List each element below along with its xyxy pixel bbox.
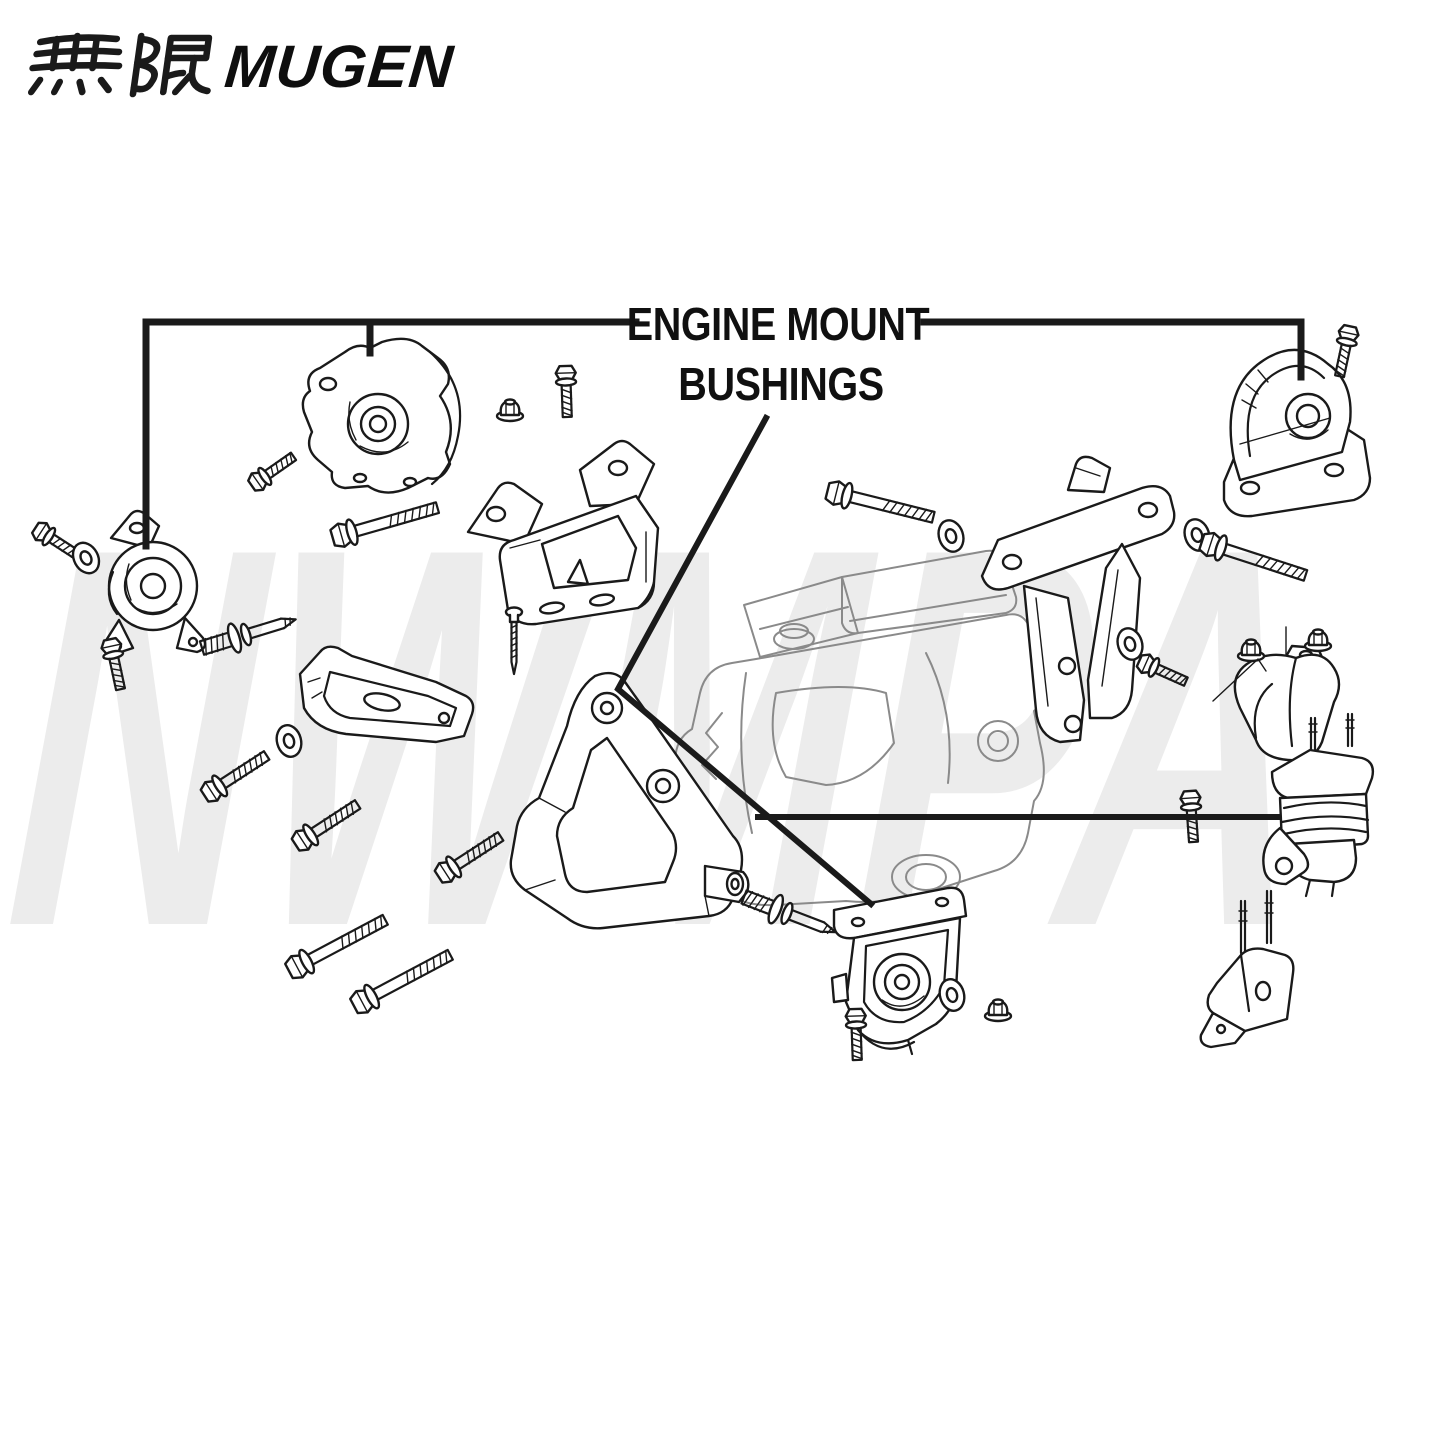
- bolt: [346, 942, 458, 1019]
- bolt: [281, 907, 393, 984]
- washer: [66, 537, 106, 579]
- rear-mount-bracket: [980, 455, 1176, 744]
- callout-line-2: BUSHINGS: [678, 358, 884, 410]
- bolt: [823, 477, 938, 532]
- bracket-right-segment: [920, 318, 1305, 381]
- right-dome-mount: [1222, 348, 1372, 518]
- washer: [272, 721, 306, 761]
- lower-right-bracket: [1199, 889, 1295, 1049]
- flange-nut: [1236, 638, 1266, 663]
- bolt: [1196, 528, 1311, 589]
- callout-lines: [142, 318, 1305, 909]
- bolt: [1134, 650, 1192, 692]
- bolt: [244, 446, 301, 495]
- bolt: [430, 825, 509, 888]
- front-torque-mount: [301, 337, 462, 494]
- flange-nut: [983, 998, 1013, 1023]
- bolt: [554, 364, 579, 419]
- bolt: [327, 493, 443, 552]
- washer: [933, 515, 969, 557]
- bolt: [196, 744, 275, 807]
- left-mount-bracket: [298, 645, 475, 744]
- bracket-left-segment: [142, 318, 640, 550]
- mount-cover: [1233, 644, 1341, 762]
- bolt: [287, 793, 366, 856]
- mugen-kanji-logo: [27, 32, 213, 98]
- bottom-center-mount: [830, 886, 968, 1056]
- flange-nut: [495, 398, 525, 423]
- saddle-engine-bracket: [466, 439, 660, 626]
- stud-bolt: [196, 603, 302, 664]
- stud-bolt: [737, 881, 843, 948]
- leader-to-lower-mount: [614, 413, 876, 909]
- callout-line-1: ENGINE MOUNT: [626, 298, 930, 350]
- left-side-mount: [103, 509, 207, 656]
- hydraulic-side-mount: [1262, 712, 1375, 898]
- alternator-bracket: [509, 671, 750, 930]
- detail-lines: [1212, 626, 1287, 702]
- flange-nut: [1303, 628, 1333, 653]
- mugen-wordmark: MUGEN: [222, 33, 457, 100]
